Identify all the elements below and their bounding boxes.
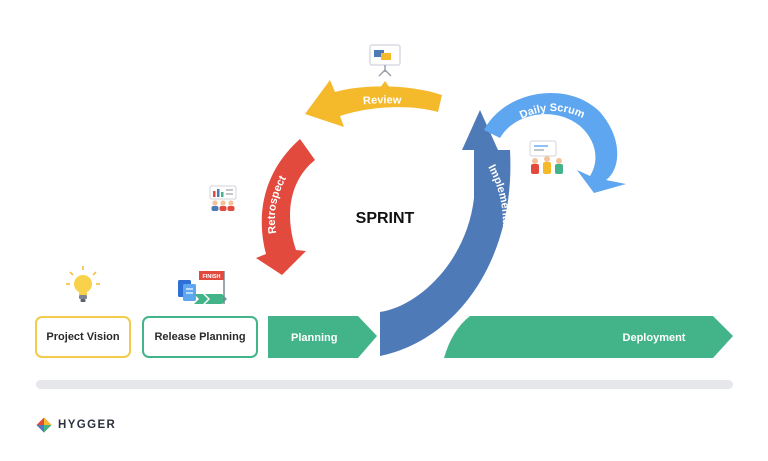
release-planning-label: Release Planning: [154, 331, 246, 343]
deployment-arrow: [444, 316, 733, 358]
presentation-board-icon: [369, 44, 401, 88]
deployment-label: Deployment: [623, 332, 686, 344]
documents-finish-flag-icon: FINISH: [178, 271, 227, 304]
brand-logo: HYGGER: [36, 417, 116, 433]
daily-scrum-arc: [484, 92, 626, 193]
brand-name: HYGGER: [58, 419, 117, 431]
timeline-bar: [36, 380, 733, 389]
team-chart-icon: [209, 185, 237, 211]
sprint-title: SPRINT: [356, 210, 415, 227]
finish-flag-text: FINISH: [202, 274, 220, 280]
hygger-logo-icon: [36, 417, 52, 433]
planning-arrow: [268, 316, 377, 358]
project-vision-box: Project Vision: [35, 316, 131, 358]
retrospect-arc: [256, 139, 315, 275]
review-label: Review: [363, 94, 403, 107]
planning-label: Planning: [291, 332, 337, 344]
svg-text:Review: Review: [363, 94, 403, 107]
implementation-arc: [380, 110, 511, 356]
team-meeting-icon: [529, 140, 563, 174]
project-vision-label: Project Vision: [46, 331, 120, 343]
review-arc: [305, 80, 442, 127]
lightbulb-icon: [66, 266, 100, 302]
release-planning-box: Release Planning: [142, 316, 258, 358]
